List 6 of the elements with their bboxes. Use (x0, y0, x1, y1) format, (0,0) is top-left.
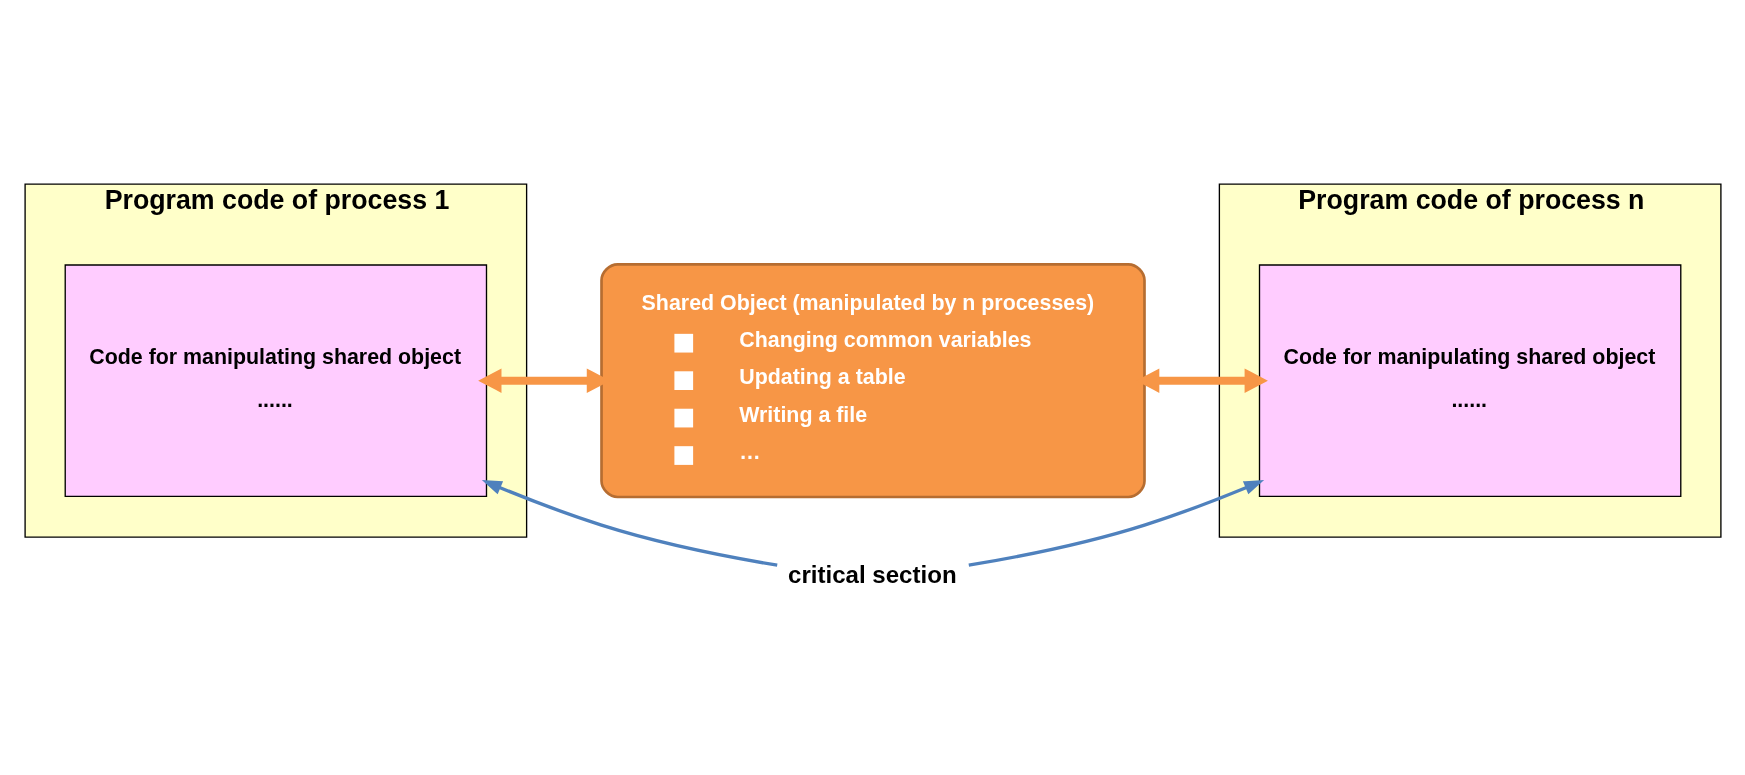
node-box: Code for manipulating shared object ...... (64, 263, 487, 497)
arrow (481, 479, 777, 567)
arrow (968, 479, 1264, 567)
node-text: critical section (787, 560, 957, 588)
node-box: Code for manipulating shared object ...... (1258, 263, 1681, 497)
node-box: Shared Object (manipulated by n processes) Changing common variables Updating a table Writing a file … (599, 262, 1146, 498)
